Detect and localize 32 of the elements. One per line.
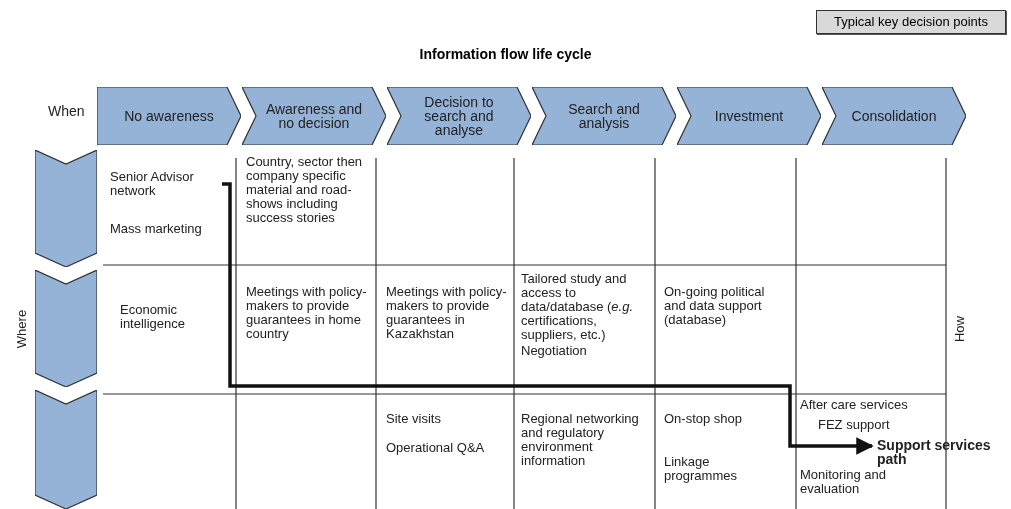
cell-text: On-stop shop [664, 412, 744, 426]
stage-header: Search and analysis [532, 87, 676, 145]
stage-header: Decision to search and analyse [387, 87, 531, 145]
cell-text: Monitoring and evaluation [800, 468, 887, 496]
axis-label: How [953, 315, 967, 344]
cell-text: Mass marketing [110, 222, 203, 236]
cell-text: Meetings with policy-makers to provide guarantees in home country [246, 285, 368, 341]
stage-header: Awareness and no decision [242, 87, 386, 145]
stage-header: Investment [677, 87, 821, 145]
cell-text: FEZ support [818, 418, 891, 432]
cell-text: Site visits [386, 412, 442, 426]
stage-header: Consolidation [822, 87, 966, 145]
cell-text: Tailored study and access to data/database (e.g. certifications, suppliers, etc.) [521, 272, 635, 342]
cell-text: Operational Q&A [386, 441, 486, 455]
arrow [221, 182, 874, 455]
row-band [35, 390, 97, 509]
diagram-title: Information flow life cycle [418, 46, 593, 62]
axis-label: When [48, 104, 85, 118]
row-band [35, 270, 97, 387]
cell-text: On-going political and data support (database) [664, 285, 766, 327]
row-band [35, 150, 97, 267]
stage-header: No awareness [97, 87, 241, 145]
axis-label: Where [15, 309, 29, 349]
cell-text: Senior Advisor network [110, 170, 222, 198]
cell-text: Regional networking and regulatory environment information [521, 412, 640, 468]
cell-text: Negotiation [521, 344, 588, 358]
cell-text: Meetings with policy-makers to provide guarantees in Kazakhstan [386, 285, 508, 341]
cell-text: Country, sector then company specific material and road-shows including success stories [246, 155, 364, 225]
cell-text: Linkage programmes [664, 455, 738, 483]
cell-text: Economic intelligence [120, 303, 187, 331]
legend-key: Typical key decision points [816, 10, 1006, 34]
cell-text: After care services [800, 398, 909, 412]
